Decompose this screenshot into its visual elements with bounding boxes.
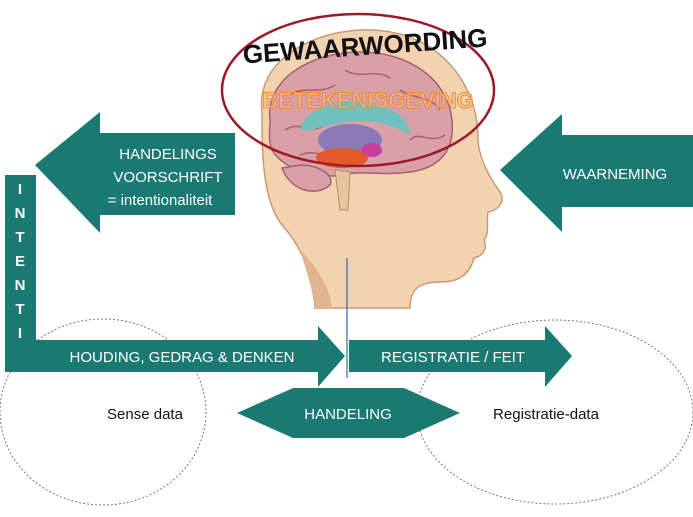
subtitle-betekenisgeving: BETEKENISGEVING xyxy=(262,88,473,113)
perception-ellipse xyxy=(220,12,496,168)
intentie-letter: N xyxy=(15,277,26,294)
behaviour-arrow-label: HOUDING, GEDRAG & DENKEN xyxy=(69,349,294,366)
left-arrow-line1: HANDELINGS xyxy=(119,146,217,163)
handeling-label: HANDELING xyxy=(304,406,392,423)
sense-data-label: Sense data xyxy=(107,406,184,423)
left-data-ellipse xyxy=(0,318,207,506)
brain-inner-magenta xyxy=(362,143,382,157)
intentie-letter: E xyxy=(15,253,25,270)
intentie-letter: N xyxy=(15,205,26,222)
intentie-bar xyxy=(5,175,36,370)
right-arrow-label: WAARNEMING xyxy=(563,166,667,183)
behaviour-arrow xyxy=(5,326,345,387)
brain-inner-orange xyxy=(316,148,368,168)
intentie-letter: I xyxy=(18,181,22,198)
intentie-letter: I xyxy=(18,325,22,342)
brain-stem xyxy=(334,169,351,211)
right-arrow xyxy=(500,114,693,232)
left-arrow xyxy=(35,112,235,233)
intentie-letter: T xyxy=(15,301,24,318)
registration-arrow xyxy=(349,326,572,387)
handeling-diamond xyxy=(237,388,460,438)
intentie-letter: T xyxy=(15,229,24,246)
registratie-data-label: Registratie-data xyxy=(493,406,600,423)
brain-inner-teal xyxy=(300,101,410,135)
left-arrow-line2: VOORSCHRIFT xyxy=(113,169,222,186)
registration-arrow-label: REGISTRATIE / FEIT xyxy=(381,349,525,366)
neck-shadow xyxy=(300,250,332,308)
left-arrow-line3: = intentionaliteit xyxy=(108,192,213,209)
head-illustration xyxy=(260,29,503,309)
cerebellum xyxy=(280,164,332,193)
